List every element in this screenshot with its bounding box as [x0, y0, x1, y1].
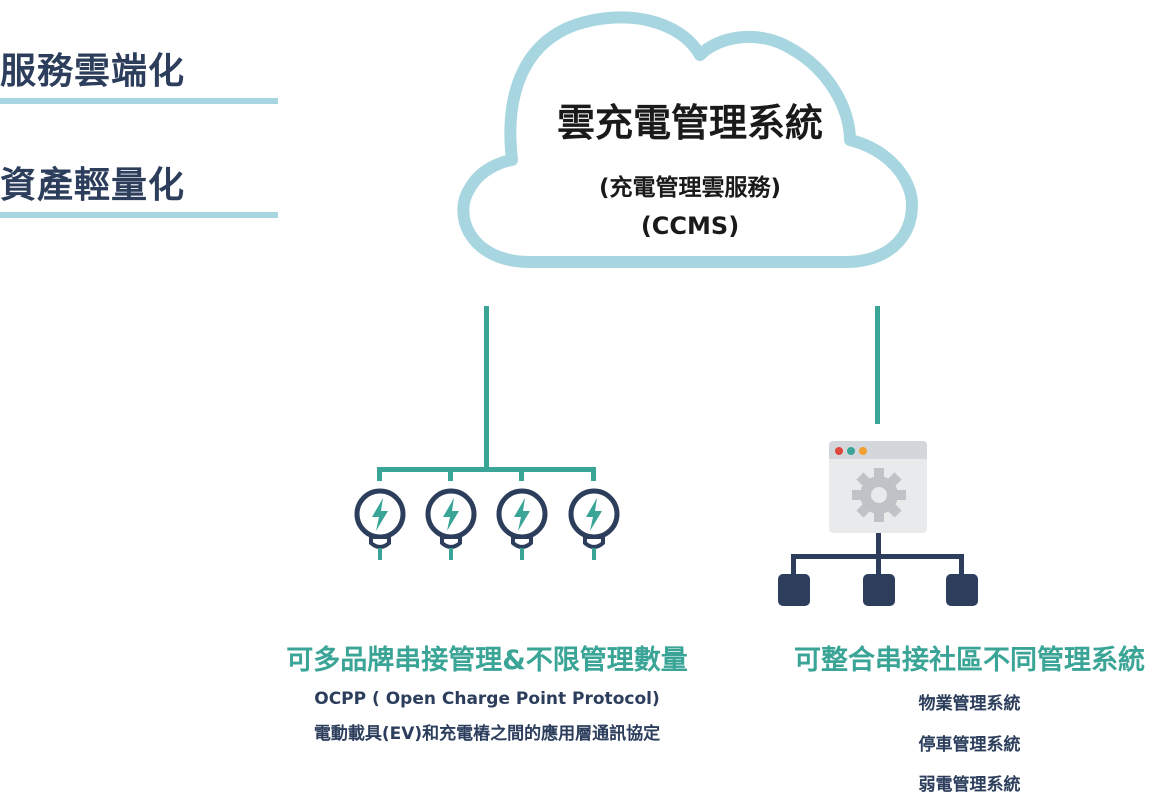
network-node-icon: [778, 574, 810, 606]
label-asset-light: 資產輕量化: [0, 165, 186, 206]
drop-1: [377, 467, 382, 481]
drop-2: [448, 467, 453, 481]
tree-stem: [876, 533, 881, 558]
tree-drop-2: [876, 554, 881, 576]
right-item-1: 物業管理系統: [918, 694, 1021, 714]
lightning-bolt-icon: [586, 498, 602, 531]
right-item-3: 弱電管理系統: [918, 775, 1021, 795]
tree-drop-3: [959, 554, 964, 576]
charging-station-icon: [568, 488, 620, 560]
cloud-acronym: (CCMS): [640, 212, 740, 240]
drop-3: [519, 467, 524, 481]
charging-station-icon: [425, 488, 477, 560]
cloud-title: 雲充電管理系統: [556, 101, 823, 145]
cloud-text-group: 雲充電管理系統 (充電管理雲服務) (CCMS): [470, 0, 910, 270]
right-item-2: 停車管理系統: [918, 735, 1021, 755]
left-line-2: 電動載具(EV)和充電樁之間的應用層通訊協定: [313, 724, 661, 744]
label-cloud-service: 服務雲端化: [0, 51, 186, 92]
divider-2: [0, 212, 278, 218]
left-heading: 可多品牌串接管理&不限管理數量: [286, 645, 688, 676]
charging-station-icon: [496, 488, 548, 560]
left-line-1: OCPP ( Open Charge Point Protocol): [314, 689, 660, 709]
browser-window-icon: [829, 441, 927, 533]
cloud-subtitle: (充電管理雲服務): [598, 175, 782, 201]
right-heading: 可整合串接社區不同管理系統: [794, 645, 1145, 676]
charging-station-icon: [354, 488, 406, 560]
left-connector: [484, 306, 489, 470]
lightning-bolt-icon: [514, 498, 530, 531]
lightning-bolt-icon: [372, 498, 388, 531]
right-connector: [875, 306, 880, 424]
network-node-icon: [946, 574, 978, 606]
tree-drop-1: [791, 554, 796, 576]
lightning-bolt-icon: [443, 498, 459, 531]
drop-4: [591, 467, 596, 481]
gear-icon: [852, 468, 906, 522]
divider-1: [0, 98, 278, 104]
left-bus: [377, 467, 596, 472]
network-node-icon: [863, 574, 895, 606]
